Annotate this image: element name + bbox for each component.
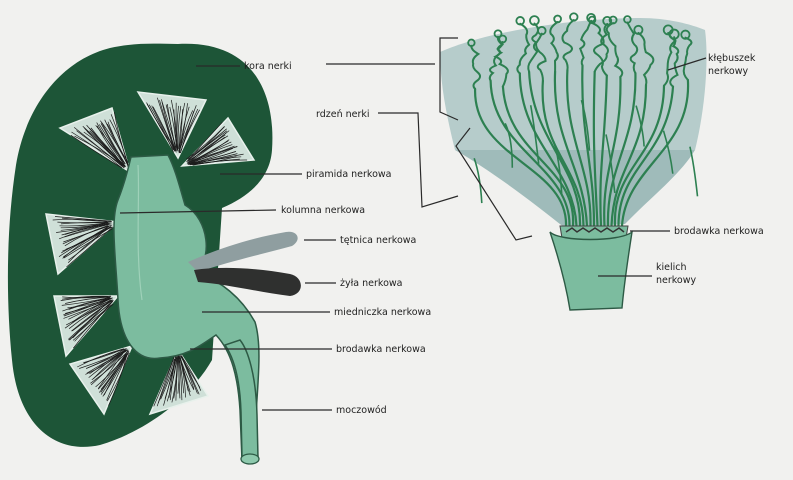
ureter-opening xyxy=(241,454,259,464)
label-kolumna-nerkowa: kolumna nerkowa xyxy=(281,205,365,216)
renal-calyx xyxy=(550,232,632,310)
label-klebuszek-line2: nerkowy xyxy=(708,66,749,77)
label-tetnica-nerkowa: tętnica nerkowa xyxy=(340,235,416,246)
label-brodawka-nerkowa-inset: brodawka nerkowa xyxy=(674,226,764,237)
label-kora-nerki: kora nerki xyxy=(244,61,292,72)
label-kielich-line2: nerkowy xyxy=(656,275,697,286)
nephron-loop xyxy=(690,147,698,197)
label-kielich-line1: kielich xyxy=(656,262,687,273)
label-klebuszek-line1: kłębuszek xyxy=(708,53,756,64)
label-brodawka-nerkowa-kidney: brodawka nerkowa xyxy=(336,344,426,355)
label-miedniczka-nerkowa: miedniczka nerkowa xyxy=(334,307,431,318)
label-moczowod: moczowód xyxy=(336,405,387,416)
label-zyla-nerkowa: żyła nerkowa xyxy=(340,278,403,289)
label-piramida-nerkowa: piramida nerkowa xyxy=(306,169,392,180)
label-rdzen-nerki: rdzeń nerki xyxy=(316,109,370,120)
leader-rdzen-nerki xyxy=(378,113,458,207)
kidney-illustration xyxy=(8,44,301,464)
